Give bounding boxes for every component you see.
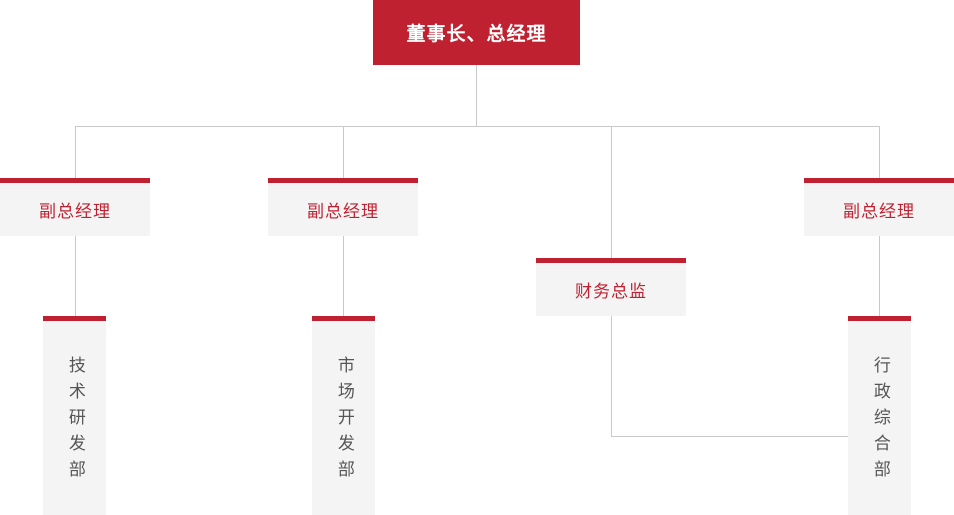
node-vice-general-manager-1[interactable]: 副总经理 [0,178,150,236]
node-department-admin[interactable]: 行政综合部 [848,316,911,515]
connector-bus-to-vgm-2 [343,126,344,178]
connector-horizontal-bus [75,126,880,127]
node-label: 副总经理 [307,202,379,221]
node-finance-director[interactable]: 财务总监 [536,258,686,316]
node-department-rnd[interactable]: 技术研发部 [43,316,106,515]
node-department-market[interactable]: 市场开发部 [312,316,375,515]
connector-vgm2-to-market-dept [343,236,344,316]
node-label: 董事长、总经理 [406,24,547,45]
node-chairman-general-manager[interactable]: 董事长、总经理 [373,0,580,65]
node-vice-general-manager-3[interactable]: 副总经理 [804,178,954,236]
connector-cfo-to-admin-dept [611,436,848,437]
node-label: 副总经理 [39,202,111,221]
connector-vgm1-to-rnd-dept [75,236,76,316]
node-label: 市场开发部 [334,356,354,486]
node-label: 技术研发部 [65,356,85,486]
connector-bus-to-vgm-1 [75,126,76,178]
connector-cfo-drop [611,316,612,436]
connector-root-stem [476,65,477,126]
connector-bus-to-vgm-3 [879,126,880,178]
node-label: 行政综合部 [870,356,890,486]
node-vice-general-manager-2[interactable]: 副总经理 [268,178,418,236]
connector-bus-to-cfo [611,126,612,258]
node-label: 副总经理 [843,202,915,221]
node-label: 财务总监 [575,282,647,301]
connector-vgm3-to-admin-dept [879,236,880,316]
